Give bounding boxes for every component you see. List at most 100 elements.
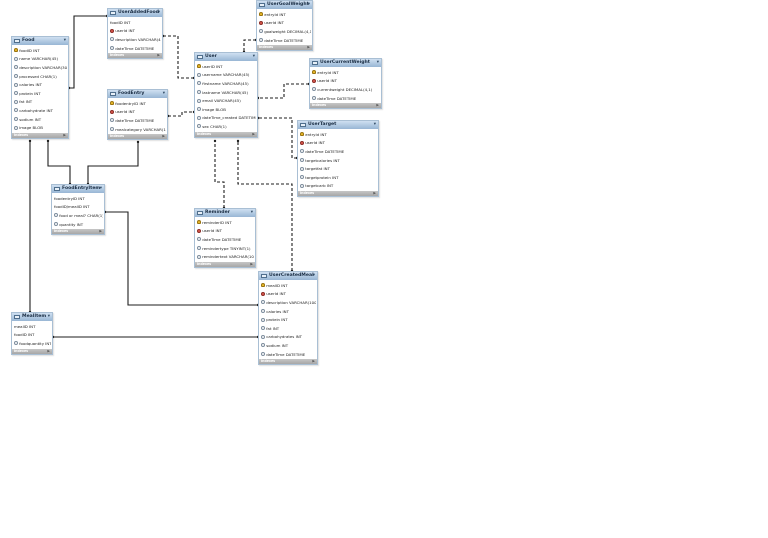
relationship-reminder-user[interactable] xyxy=(214,141,225,208)
indexes-section[interactable]: Indexes▶ xyxy=(52,229,104,235)
collapse-toggle-icon[interactable]: ▾ xyxy=(373,122,376,127)
indexes-section[interactable]: Indexes▶ xyxy=(12,348,52,354)
column-row[interactable]: protein INT xyxy=(261,315,316,324)
column-row[interactable]: entryId INT xyxy=(300,130,377,139)
collapse-toggle-icon[interactable]: ▾ xyxy=(157,10,160,15)
table-header[interactable]: User▾ xyxy=(195,53,257,61)
column-row[interactable]: foodID INT xyxy=(110,18,161,27)
indexes-section[interactable]: Indexes▶ xyxy=(108,134,167,140)
column-row[interactable]: quantity INT xyxy=(54,220,103,229)
expand-arrow-icon[interactable]: ▶ xyxy=(307,45,310,50)
column-row[interactable]: calories INT xyxy=(261,307,316,316)
relationship-foodentry-user[interactable] xyxy=(168,111,194,117)
column-row[interactable]: processed CHAR(1) xyxy=(14,72,67,81)
expand-arrow-icon[interactable]: ▶ xyxy=(47,348,50,353)
column-row[interactable]: fat INT xyxy=(14,98,67,107)
collapse-toggle-icon[interactable]: ▾ xyxy=(250,210,253,215)
table-header[interactable]: FoodEntryItem▾ xyxy=(52,185,104,193)
column-row[interactable]: dateTime_created DATETIME xyxy=(197,114,256,123)
column-row[interactable]: image BLOB xyxy=(14,123,67,132)
table-header[interactable]: UserCreatedMeal▾ xyxy=(259,272,317,280)
column-row[interactable]: sodium INT xyxy=(14,115,67,124)
table-header[interactable]: MealItem▾ xyxy=(12,313,52,321)
collapse-toggle-icon[interactable]: ▾ xyxy=(307,2,310,7)
column-row[interactable]: userId INT xyxy=(110,27,161,36)
collapse-toggle-icon[interactable]: ▾ xyxy=(99,186,102,191)
column-row[interactable]: name VARCHAR(45) xyxy=(14,55,67,64)
indexes-section[interactable]: Indexes▶ xyxy=(195,131,257,137)
indexes-section[interactable]: Indexes▶ xyxy=(298,191,378,197)
expand-arrow-icon[interactable]: ▶ xyxy=(99,229,102,234)
column-row[interactable]: food or meal? CHAR(1) xyxy=(54,211,103,220)
column-row[interactable]: mealID INT xyxy=(14,322,51,331)
collapse-toggle-icon[interactable]: ▾ xyxy=(47,314,50,319)
collapse-toggle-icon[interactable]: ▾ xyxy=(252,54,255,59)
column-row[interactable]: userID INT xyxy=(197,62,256,71)
column-row[interactable]: protein INT xyxy=(14,89,67,98)
column-row[interactable]: userId INT xyxy=(261,290,316,299)
column-row[interactable]: dateTime DATETIME xyxy=(261,350,316,359)
indexes-section[interactable]: Indexes▶ xyxy=(195,261,255,267)
column-row[interactable]: userId INT xyxy=(312,77,380,86)
column-row[interactable]: dateTime DATETIME xyxy=(312,94,380,103)
indexes-section[interactable]: Indexes▶ xyxy=(257,45,312,51)
table-header[interactable]: UserGoalWeight▾ xyxy=(257,1,312,9)
collapse-toggle-icon[interactable]: ▾ xyxy=(63,38,66,43)
column-row[interactable]: mealID INT xyxy=(261,281,316,290)
relationship-useraddedfood-user[interactable] xyxy=(163,35,194,79)
table-header[interactable]: UserTarget▾ xyxy=(298,121,378,129)
column-row[interactable]: targetcarb INT xyxy=(300,182,377,191)
column-row[interactable]: sodium INT xyxy=(261,341,316,350)
column-row[interactable]: targetprotein INT xyxy=(300,173,377,182)
column-row[interactable]: foodID/mealID INT xyxy=(54,203,103,212)
column-row[interactable]: targetfat INT xyxy=(300,164,377,173)
column-row[interactable]: userId INT xyxy=(110,108,166,117)
expand-arrow-icon[interactable]: ▶ xyxy=(312,359,315,364)
expand-arrow-icon[interactable]: ▶ xyxy=(157,53,160,58)
column-row[interactable]: userId INT xyxy=(259,19,311,28)
column-row[interactable]: dateTime DATETIME xyxy=(110,116,166,125)
indexes-section[interactable]: Indexes▶ xyxy=(310,103,381,109)
expand-arrow-icon[interactable]: ▶ xyxy=(63,132,66,137)
column-row[interactable]: carbohydrate INT xyxy=(14,106,67,115)
column-row[interactable]: foodID INT xyxy=(14,331,51,340)
column-row[interactable]: description VARCHAR(45) xyxy=(110,35,161,44)
relationship-food-useraddedfood[interactable] xyxy=(69,15,107,89)
collapse-toggle-icon[interactable]: ▾ xyxy=(376,60,379,65)
relationship-foodentry-foodentryitem[interactable] xyxy=(87,142,139,184)
column-row[interactable]: fat INT xyxy=(261,324,316,333)
column-row[interactable]: calories INT xyxy=(14,80,67,89)
expand-arrow-icon[interactable]: ▶ xyxy=(162,134,165,139)
indexes-section[interactable]: Indexes▶ xyxy=(108,53,162,59)
column-row[interactable]: description VARCHAR(100) xyxy=(261,298,316,307)
table-header[interactable]: UserCurrentWeight▾ xyxy=(310,59,381,67)
column-row[interactable]: reminderID INT xyxy=(197,218,254,227)
column-row[interactable]: firstname VARCHAR(45) xyxy=(197,79,256,88)
relationship-usergoalweight-user[interactable] xyxy=(243,39,256,52)
relationship-usertarget-user[interactable] xyxy=(258,117,297,159)
column-row[interactable]: dateTime DATETIME xyxy=(110,44,161,53)
column-row[interactable]: username VARCHAR(45) xyxy=(197,71,256,80)
expand-arrow-icon[interactable]: ▶ xyxy=(373,191,376,196)
column-row[interactable]: foodquantity INT xyxy=(14,339,51,348)
column-row[interactable]: mealcategory VARCHAR(10) xyxy=(110,125,166,134)
column-row[interactable]: userId INT xyxy=(197,227,254,236)
column-row[interactable]: carbohydrates INT xyxy=(261,333,316,342)
column-row[interactable]: entryId INT xyxy=(312,68,380,77)
relationship-usercurrentweight-user[interactable] xyxy=(258,83,309,99)
collapse-toggle-icon[interactable]: ▾ xyxy=(162,91,165,96)
column-row[interactable]: currentweight DECIMAL(4,1) xyxy=(312,85,380,94)
column-row[interactable]: foodentryID INT xyxy=(54,194,103,203)
indexes-section[interactable]: Indexes▶ xyxy=(259,359,317,365)
column-row[interactable]: lastname VARCHAR(45) xyxy=(197,88,256,97)
